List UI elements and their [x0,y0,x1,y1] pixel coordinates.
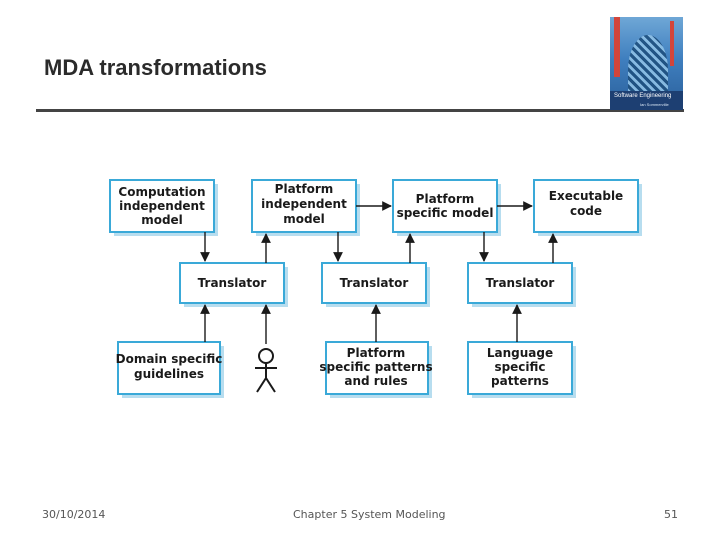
node-label-line: independent [261,197,347,211]
cover-band [610,91,683,110]
node-label-line: Platform [416,192,475,206]
crane-shape [670,21,674,66]
node-label-line: specific patterns [319,360,432,374]
node-label-line: Translator [198,276,267,290]
book-cover-image: Software Engineering Ian Sommerville [610,17,683,110]
node-label-line: Platform [347,346,406,360]
node-label-line: independent [119,199,205,213]
footer-page-number: 51 [664,508,678,521]
node-label-line: specific model [397,206,494,220]
node-translator-3: Translator [467,262,576,307]
node-label-line: patterns [491,374,549,388]
node-label-line: model [141,213,183,227]
node-label-line: code [570,204,602,218]
node-label-line: model [283,212,325,226]
node-label-line: Domain specific [116,352,223,366]
cover-title: Software Engineering [614,93,672,99]
node-label-line: Platform [275,182,334,196]
node-label-line: specific [494,360,545,374]
node-label-line: Translator [340,276,409,290]
crane-shape [614,17,620,77]
node-translator-1: Translator [179,262,288,307]
footer-date: 30/10/2014 [42,508,106,521]
node-label-line: guidelines [134,367,204,381]
node-label-line: and rules [344,374,407,388]
svg-text:Translator: Translator [486,276,555,290]
slide-title: MDA transformations [44,55,267,80]
node-label-line: Translator [486,276,555,290]
node-translator-2: Translator [321,262,430,307]
title-divider [36,109,684,112]
node-label-line: Language [487,346,553,360]
node-label-line: Computation [118,185,205,199]
cover-author: Ian Sommerville [640,102,669,107]
person-icon [255,348,277,393]
svg-text:Translator: Translator [198,276,267,290]
footer-chapter: Chapter 5 System Modeling [293,508,446,521]
svg-text:Translator: Translator [340,276,409,290]
node-label-line: Executable [549,189,623,203]
